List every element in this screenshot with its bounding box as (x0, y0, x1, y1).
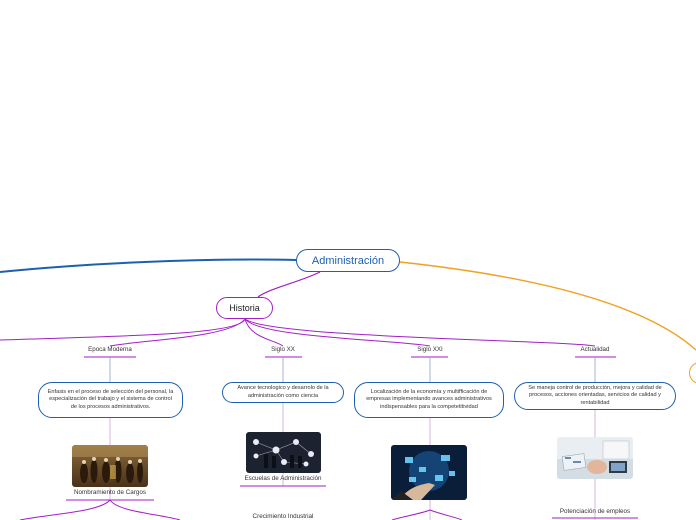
description-actualidad[interactable]: Se maneja control de producción, mejora … (514, 382, 676, 410)
digital-technology-hand-image[interactable] (391, 445, 467, 500)
description-text: Enfasis en el proceso de selección del p… (47, 389, 174, 410)
root-label: Administración (311, 254, 385, 267)
historia-label: Historia (229, 303, 260, 313)
caption-escuelas-de-administracion[interactable]: Escuelas de Administración (244, 475, 322, 482)
description-epoca-moderna[interactable]: Enfasis en el proceso de selección del p… (38, 382, 183, 418)
description-siglo-xx[interactable]: Avance tecnologico y desarrolo de la adm… (222, 382, 344, 403)
description-siglo-xxi[interactable]: Localización de la economía y multiffica… (354, 382, 504, 418)
caption-nombramiento-de-cargos[interactable]: Nombramiento de Cargos (73, 489, 147, 496)
description-text: Localización de la economía y multiffica… (366, 389, 492, 410)
node-historia[interactable]: Historia (216, 297, 273, 319)
caption-potenciacion-de-empleos[interactable]: Potenciación de empleos (559, 508, 631, 515)
root-node-administracion[interactable]: Administración (296, 249, 400, 272)
historical-court-painting-image[interactable] (72, 445, 148, 487)
description-text: Avance tecnologico y desarrolo de la adm… (237, 385, 329, 399)
topic-siglo-xxi[interactable]: Siglo XXI (417, 346, 443, 353)
topic-actualidad[interactable]: Actualidad (580, 346, 610, 353)
office-desk-laptop-image[interactable] (557, 437, 633, 479)
topic-siglo-xx[interactable]: Siglo XX (271, 346, 295, 353)
business-network-diagram-image[interactable] (246, 432, 321, 473)
caption-crecimiento-industrial[interactable]: Crecimiento Industrial (252, 513, 314, 520)
topic-epoca-moderna[interactable]: Epoca Moderna (88, 346, 132, 353)
description-text: Se maneja control de producción, mejora … (528, 385, 662, 406)
